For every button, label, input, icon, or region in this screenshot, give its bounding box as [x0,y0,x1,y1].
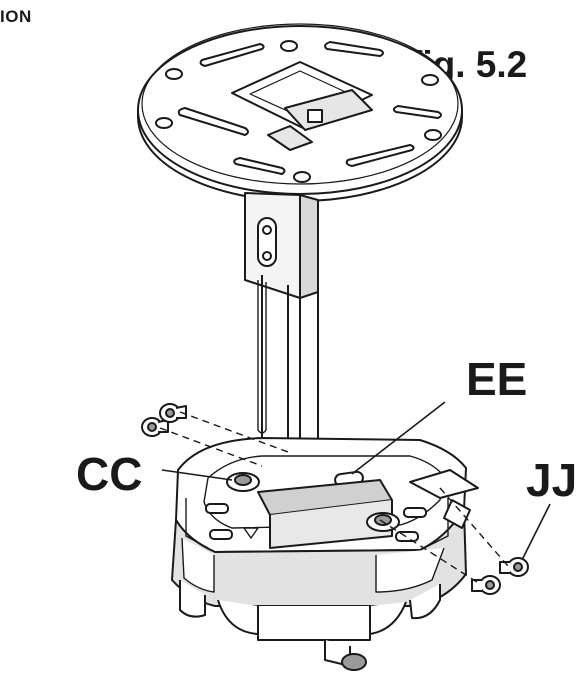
alignment-lines [159,411,509,585]
screws-right [471,557,529,595]
screws-left [141,403,187,437]
callout-cc: CC [76,448,143,500]
callout-ee: EE [466,353,528,405]
callout-jj: JJ [526,454,578,506]
ceiling-plate [137,23,463,202]
leader-lines [161,401,551,561]
projector-bracket [171,437,479,671]
section-title: ION [0,7,32,26]
